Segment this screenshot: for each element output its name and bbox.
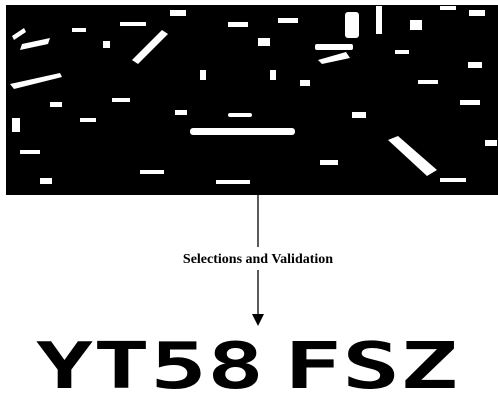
arrowhead-down xyxy=(252,314,264,326)
plate-group-right: FSZ xyxy=(284,330,458,396)
step-label: Selections and Validation xyxy=(183,252,333,267)
plate-group-left: YT58 xyxy=(36,330,264,396)
recognized-plate: YT58 FSZ xyxy=(36,330,458,396)
binarized-input-image xyxy=(6,5,498,195)
